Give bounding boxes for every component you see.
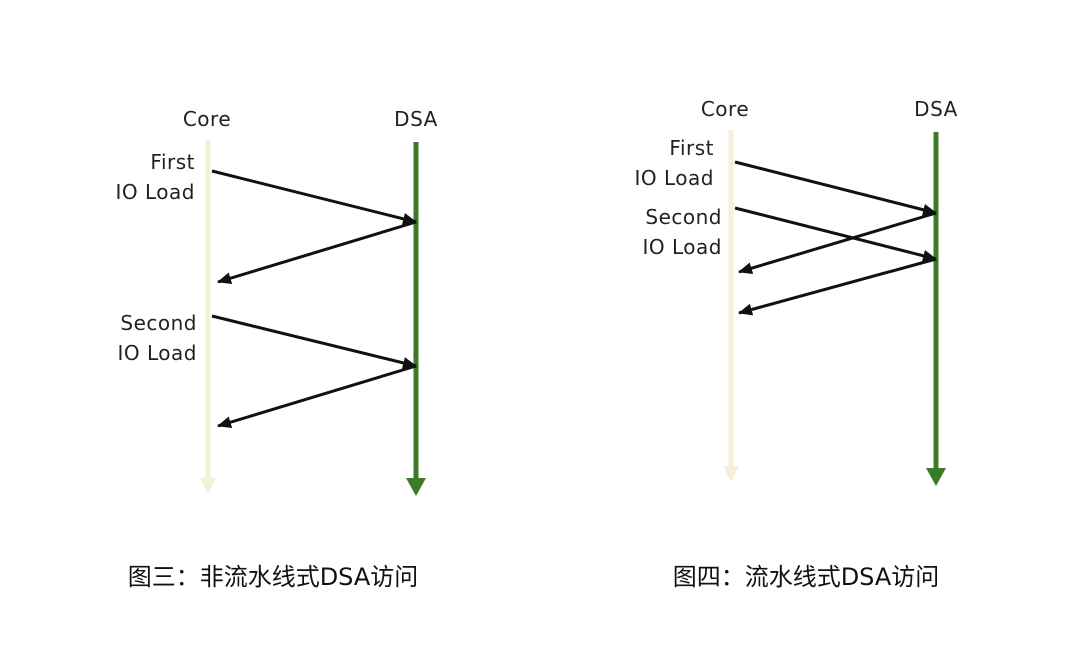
- dsa-timeline-arrowhead: [406, 478, 426, 496]
- non-pipelined-diagram: Core DSA First IO Load Second IO Load 图三…: [116, 107, 438, 591]
- second-response-arrow: [738, 257, 937, 316]
- second-request-arrow: [734, 206, 937, 262]
- core-label: Core: [701, 97, 749, 121]
- first-load-label-line1: First: [669, 136, 714, 160]
- first-load-label-line2: IO Load: [116, 180, 195, 204]
- first-response-arrow: [738, 211, 937, 275]
- first-request-arrow: [734, 160, 937, 216]
- core-label: Core: [183, 107, 231, 131]
- caption-non-pipelined: 图三：非流水线式DSA访问: [128, 563, 419, 591]
- dsa-label: DSA: [394, 107, 438, 131]
- second-load-label-line1: Second: [120, 311, 197, 335]
- caption-pipelined: 图四：流水线式DSA访问: [673, 563, 940, 591]
- first-request-arrow: [211, 169, 417, 225]
- dsa-label: DSA: [914, 97, 958, 121]
- pipelined-diagram: Core DSA First IO Load Second IO Load 图四…: [635, 97, 958, 591]
- first-response-arrow: [217, 220, 417, 284]
- second-response-arrow: [217, 364, 417, 428]
- first-load-label-line2: IO Load: [635, 166, 714, 190]
- core-timeline-arrowhead: [723, 466, 739, 482]
- second-request-arrow: [211, 314, 417, 369]
- second-load-label-line2: IO Load: [643, 235, 722, 259]
- second-load-label-line2: IO Load: [118, 341, 197, 365]
- dsa-timeline-arrowhead: [926, 468, 946, 486]
- core-timeline-arrowhead: [200, 478, 216, 494]
- second-load-label-line1: Second: [645, 205, 722, 229]
- first-load-label-line1: First: [150, 150, 195, 174]
